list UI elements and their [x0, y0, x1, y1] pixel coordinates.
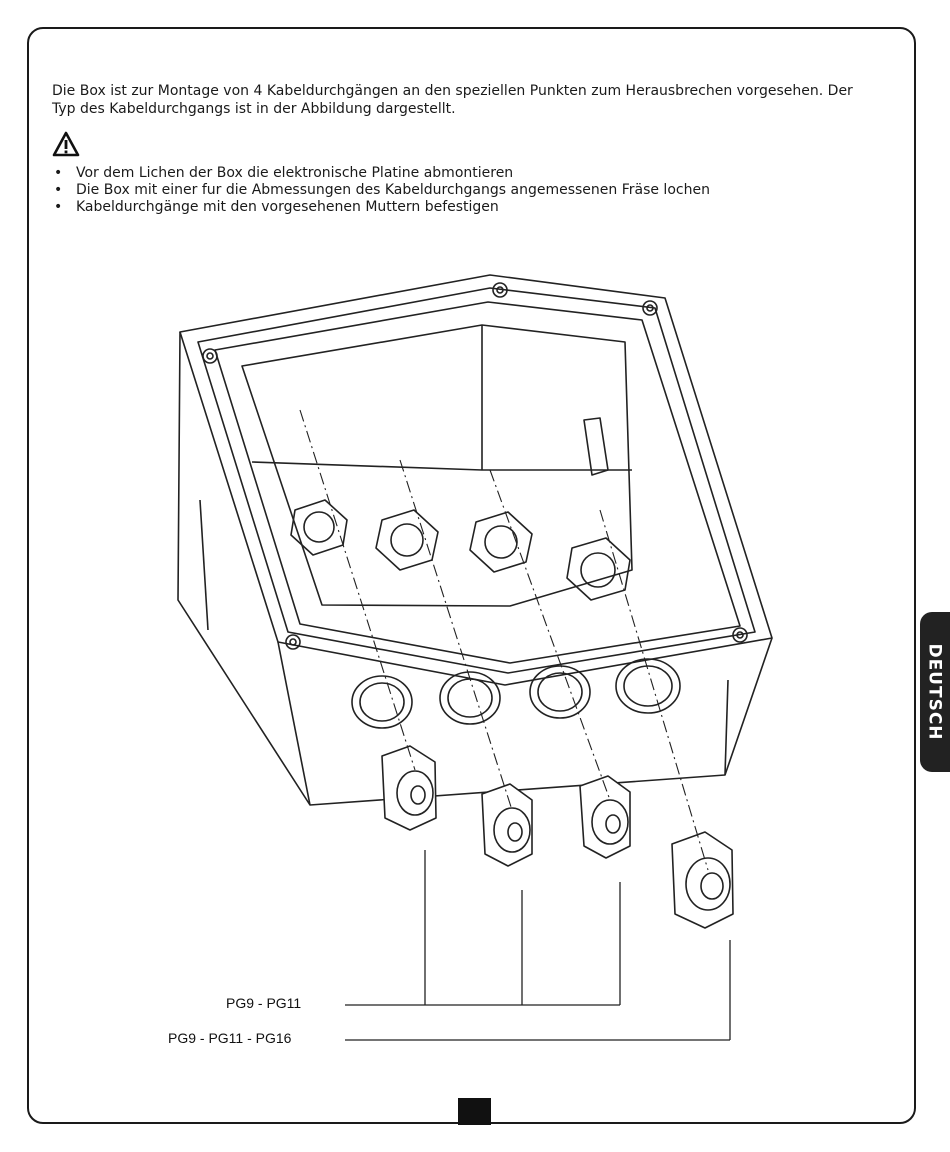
language-tab: [920, 612, 950, 772]
intro-text: Die Box ist zur Montage von 4 Kabeldurch…: [52, 83, 853, 117]
language-tab-label: DEUTSCH: [925, 643, 946, 741]
gland-size-label-small: PG9 - PG11: [226, 995, 302, 1011]
list-item: Kabeldurchgänge mit den vorgesehenen Mut…: [52, 199, 710, 216]
page-marker: [458, 1098, 491, 1125]
warning-triangle-icon: [52, 131, 80, 157]
list-item: Vor dem Lichen der Box die elektronische…: [52, 165, 710, 182]
list-item: Die Box mit einer fur die Abmessungen de…: [52, 182, 710, 199]
instruction-list: Vor dem Lichen der Box die elektronische…: [52, 165, 710, 216]
box-cable-gland-illustration: [177, 274, 773, 1041]
gland-size-label-large: PG9 - PG11 - PG16: [168, 1030, 292, 1046]
